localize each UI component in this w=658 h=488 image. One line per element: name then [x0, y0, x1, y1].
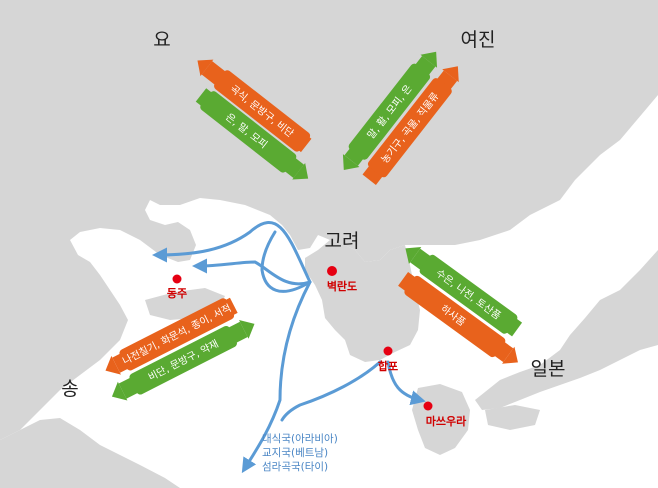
route-to-arabia	[241, 280, 312, 474]
port-dongju-dot	[172, 274, 182, 284]
ports: 동주 벽란도 합포 마쓰우라	[167, 266, 467, 428]
port-happo-dot	[383, 346, 393, 356]
country-song: 송	[61, 378, 78, 400]
japan-shikoku	[485, 405, 540, 430]
arrow-japan-export: 하사품	[398, 271, 518, 364]
note-line-1: 대식국(아라비아)	[262, 433, 338, 445]
note-line-3: 섬라곡국(타이)	[262, 461, 328, 473]
trade-routes	[152, 221, 426, 474]
port-matsura-label: 마쓰우라	[426, 414, 467, 428]
country-jurchen: 여진	[461, 29, 496, 51]
continent-north	[0, 0, 658, 440]
jurchen-trade-arrows: 말, 활, 모피, 은 농기구, 곡물, 직물류	[342, 51, 459, 185]
note-line-2: 교지국(베트남)	[262, 447, 328, 459]
route-to-dongju	[192, 258, 312, 286]
route-happo-west	[280, 360, 382, 422]
port-byeokrando-label: 벽란도	[327, 279, 357, 293]
port-happo-label: 합포	[378, 359, 398, 373]
overseas-note: 대식국(아라비아) 교지국(베트남) 섬라곡국(타이)	[262, 433, 338, 473]
port-dongju-label: 동주	[167, 287, 187, 300]
country-japan: 일본	[531, 358, 566, 380]
port-byeokrando-dot	[327, 266, 337, 276]
song-trade-arrows: 나전칠기, 화문석, 종이, 서적 비단, 문방구, 약재	[105, 297, 255, 401]
country-goryeo: 고려	[325, 230, 360, 252]
port-matsura-dot	[423, 401, 433, 411]
japan-main	[475, 250, 658, 410]
route-loop	[260, 230, 312, 293]
coast-south	[0, 418, 180, 488]
japan-kyushu	[412, 384, 470, 455]
country-liao: 요	[153, 29, 170, 51]
route-to-song-north	[152, 221, 312, 284]
route-to-matsura	[386, 360, 426, 406]
